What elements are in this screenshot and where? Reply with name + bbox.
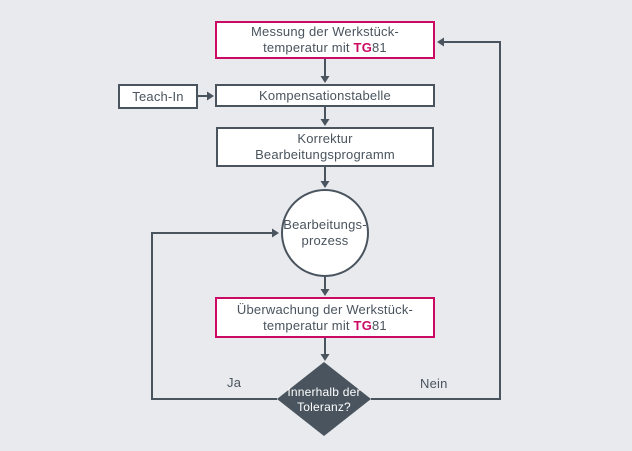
node-correction-line2: Bearbeitungsprogramm [255, 147, 395, 162]
arrowhead-down-icon [320, 354, 330, 361]
node-measurement: Messung der Werkstück- temperatur mit TG… [215, 21, 435, 59]
edge-label-no: Nein [420, 376, 448, 391]
node-compensation-label: Kompensationstabelle [259, 87, 391, 103]
arrowhead-down-icon [320, 76, 330, 83]
edge-no-feedback-loop [371, 41, 501, 400]
decision-diamond-label: Innerhalb der Toleranz? [274, 385, 374, 414]
node-monitoring-line2: temperatur mit TG81 [263, 317, 387, 333]
brand-tg-text: TG [353, 40, 372, 55]
node-measurement-line2: temperatur mit TG81 [263, 40, 387, 55]
node-compensation-table: Kompensationstabelle [215, 84, 435, 107]
arrowhead-left-icon [437, 37, 444, 47]
node-correction-program: Korrektur Bearbeitungsprogramm [216, 127, 434, 167]
edge-yes-feedback-loop [151, 232, 277, 400]
arrowhead-down-icon [320, 181, 330, 188]
arrowhead-down-icon [320, 119, 330, 126]
node-monitoring-line1: Überwachung der Werkstück- [236, 301, 414, 317]
node-correction-line1: Korrektur [297, 131, 353, 147]
node-teach-in-label: Teach-In [132, 88, 184, 104]
arrowhead-down-icon [320, 289, 330, 296]
node-monitoring: Überwachung der Werkstück- temperatur mi… [215, 297, 435, 338]
node-teach-in: Teach-In [118, 84, 198, 109]
node-machining-process: Bearbeitungs- prozess [281, 189, 369, 277]
decision-line2: Toleranz? [297, 399, 351, 414]
brand-tg-text: TG [353, 317, 372, 333]
node-process-line1: Bearbeitungs- [283, 217, 367, 233]
node-measurement-line1: Messung der Werkstück- [251, 24, 399, 40]
decision-diamond-shape [277, 362, 371, 436]
edge-label-yes: Ja [227, 375, 242, 390]
decision-line1: Innerhalb der [287, 385, 361, 399]
arrowhead-right-icon [207, 91, 214, 101]
node-process-line2: prozess [301, 233, 349, 248]
arrowhead-right-icon [272, 228, 279, 238]
